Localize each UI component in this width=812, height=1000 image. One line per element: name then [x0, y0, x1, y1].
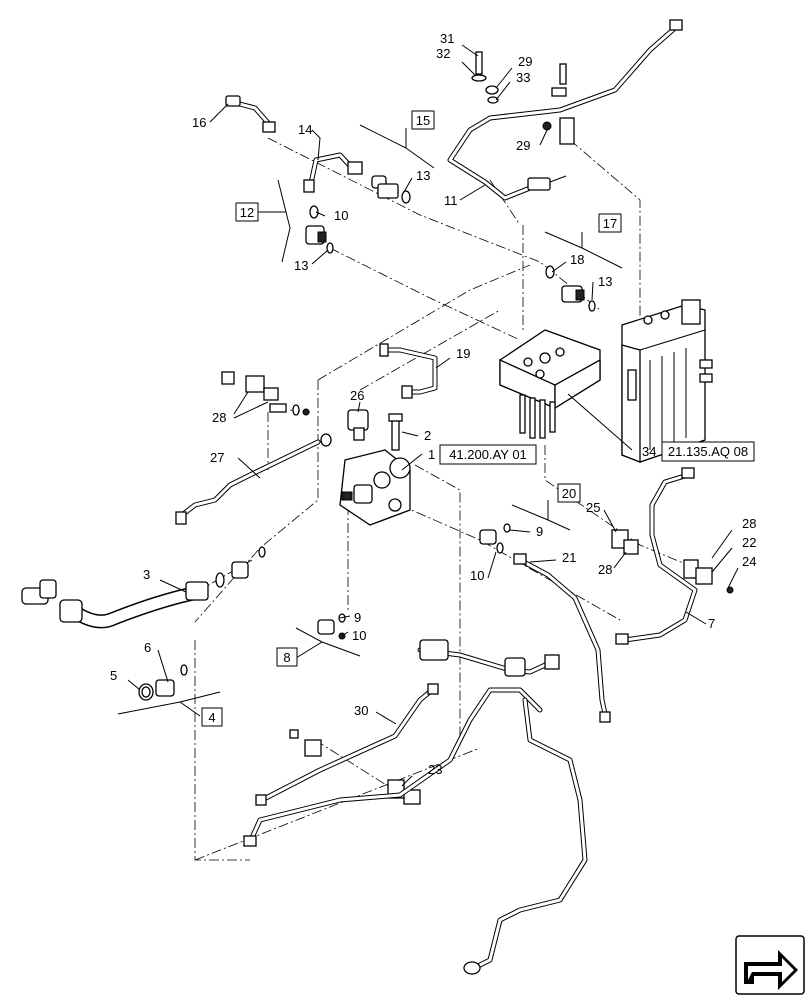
callout-9-right: 9: [536, 524, 543, 539]
part-1-valve-body: [339, 449, 411, 526]
part-2-bolt: [388, 413, 403, 451]
callout-2: 2: [424, 428, 431, 443]
callout-27: 27: [210, 450, 224, 465]
reference-box-34[interactable]: 21.135.AQ 08: [661, 441, 755, 462]
callout-10-lower: 10: [352, 628, 366, 643]
part-3-hose: [21, 546, 266, 629]
callout-24: 24: [742, 554, 756, 569]
callout-32: 32: [436, 46, 450, 61]
boxed-label-17-text: 17: [603, 216, 617, 231]
part-27-pipe: [175, 439, 321, 525]
part-12-fitting: [305, 205, 334, 254]
boxed-label-15: 15: [411, 110, 435, 130]
callout-34: 34: [642, 444, 656, 459]
callout-5: 5: [110, 668, 117, 683]
callout-11: 11: [444, 193, 458, 208]
reference-34-text[interactable]: 21.135.AQ 08: [668, 444, 748, 459]
lower-harness: [243, 639, 588, 975]
callout-13-top: 13: [416, 168, 430, 183]
part-31-33-hardware: [471, 51, 575, 145]
part-18-fitting: [545, 265, 596, 312]
callout-25: 25: [586, 500, 600, 515]
callout-10-top: 10: [334, 208, 348, 223]
callout-21: 21: [562, 550, 576, 565]
part-20-fittings: [479, 523, 511, 554]
valve-assembly: [621, 299, 713, 463]
boxed-label-4: 4: [201, 707, 223, 727]
callout-23: 23: [428, 762, 442, 777]
callout-33: 33: [516, 70, 530, 85]
leader-lines: [127, 44, 739, 787]
callout-28-left: 28: [212, 410, 226, 425]
boxed-label-8: 8: [276, 647, 298, 667]
callout-19: 19: [456, 346, 470, 361]
center-lines: [194, 137, 701, 861]
callout-18: 18: [570, 252, 584, 267]
part-11-pipe: [447, 19, 683, 201]
callout-16: 16: [192, 115, 206, 130]
callout-28-right-bottom: 28: [598, 562, 612, 577]
boxed-label-17: 17: [598, 213, 622, 233]
boxed-label-8-text: 8: [283, 650, 290, 665]
part-5-6-fittings: [138, 664, 188, 701]
callout-6: 6: [144, 640, 151, 655]
callout-numbers: 31 32 29 33 29 16 14 13 10 13 11 18 13 1…: [110, 31, 756, 777]
callout-9-lower: 9: [354, 610, 361, 625]
part-16-elbow-fitting: [225, 95, 276, 133]
boxed-label-12: 12: [235, 202, 259, 222]
part-30-pipe: [255, 683, 439, 806]
part-14-pipe: [303, 152, 363, 193]
boxed-label-15-text: 15: [416, 113, 430, 128]
callout-26: 26: [350, 388, 364, 403]
part-25-28-brackets-right: [611, 529, 734, 594]
group-brackets: [117, 124, 623, 717]
part-21-pipe: [513, 553, 611, 723]
callout-29-top: 29: [518, 54, 532, 69]
part-15-fittings: [371, 175, 411, 204]
boxed-label-20-text: 20: [562, 486, 576, 501]
callout-30: 30: [354, 703, 368, 718]
callout-22: 22: [742, 535, 756, 550]
callout-29-mid: 29: [516, 138, 530, 153]
callout-7: 7: [708, 616, 715, 631]
part-28-brackets-left: [221, 371, 310, 416]
callout-3: 3: [143, 567, 150, 582]
boxed-label-4-text: 4: [208, 710, 215, 725]
part-26-elbow: [320, 409, 369, 447]
callout-13-left: 13: [294, 258, 308, 273]
callout-28-right-top: 28: [742, 516, 756, 531]
reference-1-text[interactable]: 41.200.AY 01: [449, 447, 527, 462]
part-7-pipe: [615, 467, 698, 645]
next-page-arrow-icon[interactable]: [735, 935, 805, 995]
callout-13-right: 13: [598, 274, 612, 289]
callout-14: 14: [298, 122, 312, 137]
callout-1: 1: [428, 447, 435, 462]
callout-31: 31: [440, 31, 454, 46]
valve-block: [499, 329, 601, 439]
boxed-label-12-text: 12: [240, 205, 254, 220]
reference-box-1[interactable]: 41.200.AY 01: [439, 444, 537, 465]
boxed-label-20: 20: [557, 483, 581, 503]
callout-10-right: 10: [470, 568, 484, 583]
part-19-pipe: [379, 343, 438, 399]
